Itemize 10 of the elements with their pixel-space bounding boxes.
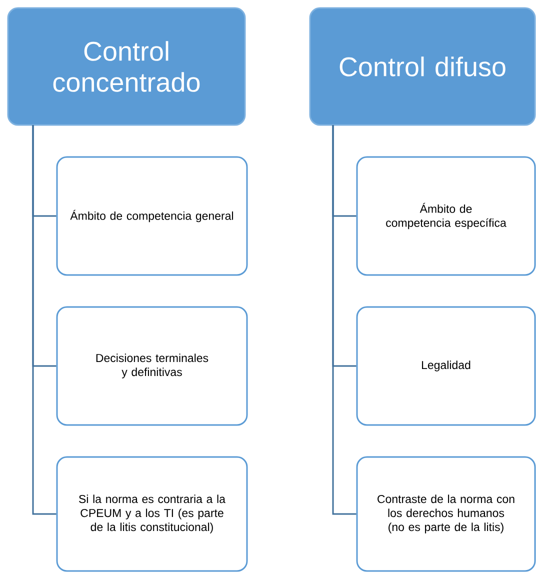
connector-line — [332, 125, 356, 515]
content-box: Contraste de la norma con los derechos humanos (no es parte de la litis) — [356, 456, 536, 572]
content-box: Legalidad — [356, 306, 536, 426]
connector-line — [32, 125, 56, 515]
content-box: Decisiones terminales y definitivas — [56, 306, 248, 426]
content-box: Si la norma es contraria a la CPEUM y a los TI (es parte de la litis constitucional) — [56, 456, 248, 572]
content-box: Ámbito de competencia general — [56, 156, 248, 276]
heading-box: Control difuso — [309, 7, 536, 126]
content-box: Ámbito de competencia específica — [356, 156, 536, 276]
heading-box: Control concentrado — [7, 7, 246, 126]
